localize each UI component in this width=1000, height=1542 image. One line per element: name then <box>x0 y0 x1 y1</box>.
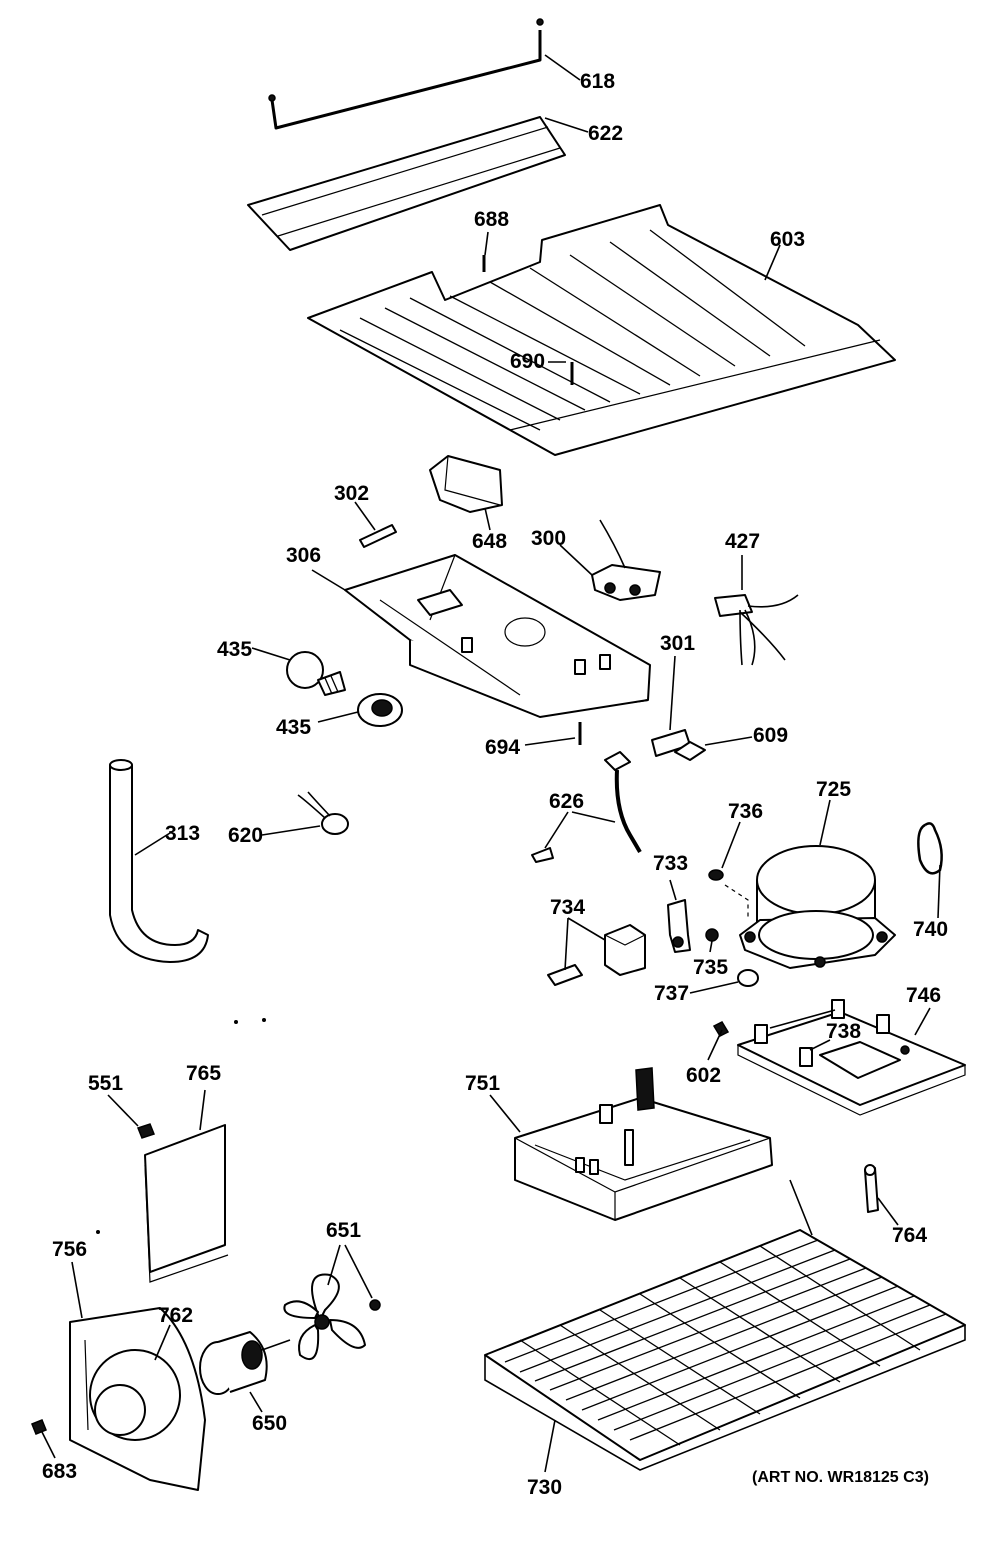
label-736: 736 <box>728 800 763 823</box>
part-756-fan-shroud <box>69 1261 206 1491</box>
debris-dots <box>96 1018 266 1234</box>
part-302 <box>354 501 397 548</box>
part-618-rod <box>268 18 581 130</box>
part-690-screw <box>548 361 574 385</box>
label-764: 764 <box>892 1224 927 1247</box>
label-435a: 435 <box>217 638 252 661</box>
label-751: 751 <box>465 1072 500 1095</box>
part-313-drain-tube <box>109 759 209 963</box>
part-427-harness <box>714 555 799 666</box>
label-734: 734 <box>550 896 585 919</box>
part-751-drain-pan <box>489 1067 773 1221</box>
label-551: 551 <box>88 1072 123 1095</box>
part-603-shelf <box>307 204 896 456</box>
label-609: 609 <box>753 724 788 747</box>
part-734-relay <box>547 917 646 986</box>
label-427: 427 <box>725 530 760 553</box>
part-609 <box>674 736 753 761</box>
label-602: 602 <box>686 1064 721 1087</box>
label-690: 690 <box>510 350 545 373</box>
part-551 <box>107 1094 155 1139</box>
label-683: 683 <box>42 1460 77 1483</box>
label-740: 740 <box>913 918 948 941</box>
part-620 <box>261 791 349 836</box>
part-435-bulb <box>251 647 346 696</box>
part-683 <box>31 1419 56 1459</box>
label-650: 650 <box>252 1412 287 1435</box>
part-694-screw <box>524 722 582 746</box>
label-694: 694 <box>485 736 520 759</box>
part-622-channel <box>247 116 589 251</box>
part-651-fan-blade <box>283 1244 381 1361</box>
part-725-compressor <box>739 799 896 969</box>
part-746-base-plate <box>737 999 966 1116</box>
part-735 <box>705 928 719 953</box>
part-435-socket <box>317 693 403 727</box>
label-733: 733 <box>653 852 688 875</box>
part-730-condenser <box>484 1179 966 1473</box>
label-756: 756 <box>52 1238 87 1261</box>
label-648: 648 <box>472 530 507 553</box>
part-733 <box>667 879 691 953</box>
part-762 <box>154 1324 171 1361</box>
label-603: 603 <box>770 228 805 251</box>
label-306: 306 <box>286 544 321 567</box>
label-765: 765 <box>186 1062 221 1085</box>
label-435b: 435 <box>276 716 311 739</box>
part-306-control-housing <box>311 554 651 718</box>
label-762: 762 <box>158 1304 193 1327</box>
label-302: 302 <box>334 482 369 505</box>
label-730: 730 <box>527 1476 562 1499</box>
part-626-cord <box>531 751 642 863</box>
label-313: 313 <box>165 822 200 845</box>
label-620: 620 <box>228 824 263 847</box>
part-labels: 618 622 688 603 690 302 648 300 427 306 … <box>42 70 948 1499</box>
label-738: 738 <box>826 1020 861 1043</box>
part-740-clip <box>917 822 943 919</box>
label-626: 626 <box>549 790 584 813</box>
part-688-screw <box>482 231 489 272</box>
art-number: (ART NO. WR18125 C3) <box>752 1469 929 1486</box>
part-602 <box>707 1021 730 1061</box>
label-735: 735 <box>693 956 728 979</box>
part-737-grommet <box>689 969 759 994</box>
part-736 <box>708 821 749 918</box>
label-688: 688 <box>474 208 509 231</box>
label-622: 622 <box>588 122 623 145</box>
label-651: 651 <box>326 1219 361 1242</box>
label-301: 301 <box>660 632 695 655</box>
part-764 <box>864 1164 899 1226</box>
part-300-switch <box>559 519 661 601</box>
part-765-panel <box>144 1089 229 1283</box>
part-648-timer <box>429 455 503 531</box>
part-650-fan-motor <box>199 1331 291 1413</box>
label-725: 725 <box>816 778 851 801</box>
label-300: 300 <box>531 527 566 550</box>
label-618: 618 <box>580 70 615 93</box>
part-301 <box>651 655 691 757</box>
label-737: 737 <box>654 982 689 1005</box>
label-746: 746 <box>906 984 941 1007</box>
